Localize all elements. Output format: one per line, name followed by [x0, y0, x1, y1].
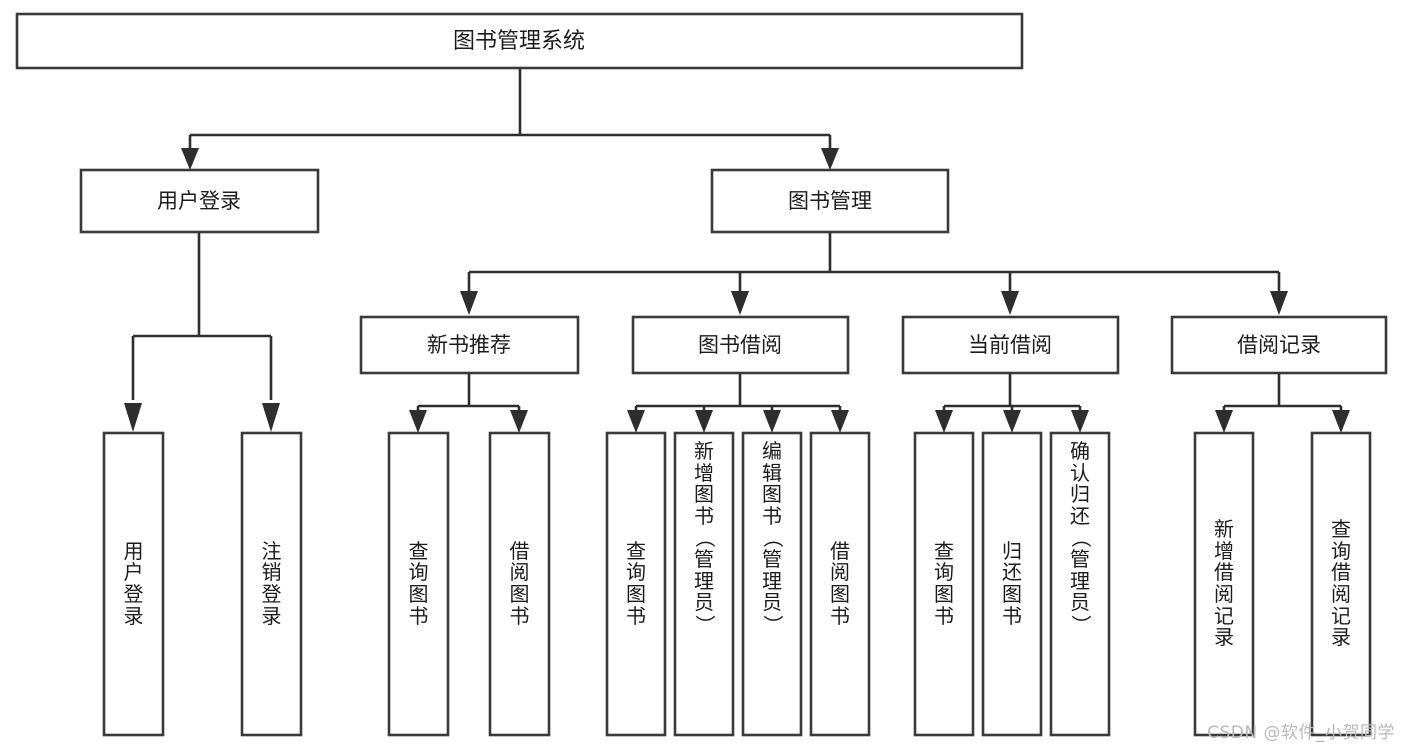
- csdn-watermark: CSDN @软件_小贺同学: [1207, 723, 1395, 743]
- node-root-label: 图书管理系统: [453, 29, 585, 54]
- node-book-manage-box[interactable]: [710, 168, 950, 234]
- arrow-new-book-recommend: [460, 291, 478, 315]
- arrow-user-login: [181, 148, 199, 170]
- node-book-manage-label: 图书管理: [788, 189, 872, 213]
- arrow-book-borrow: [731, 291, 749, 315]
- connector-group: [124, 68, 1350, 433]
- arrow-current-borrow: [1001, 291, 1019, 315]
- arrow-leaf-nbr-1: [409, 410, 427, 433]
- node-current-borrow[interactable]: 当前借阅: [901, 315, 1120, 375]
- arrow-leaf-bb-1: [627, 410, 645, 433]
- node-new-book-recommend[interactable]: 新书推荐: [359, 315, 580, 375]
- node-new-book-recommend-box[interactable]: [359, 315, 580, 375]
- arrow-borrow-record: [1270, 291, 1288, 315]
- leaf-box-br-1[interactable]: [1193, 431, 1255, 737]
- node-book-borrow-label: 图书借阅: [698, 333, 782, 357]
- arrow-leaf-br-2: [1332, 410, 1350, 433]
- leaf-box-bb-4[interactable]: [809, 431, 871, 737]
- arrow-leaf-nbr-2: [510, 410, 528, 433]
- leaf-box-cb-2[interactable]: [981, 431, 1043, 737]
- node-book-manage[interactable]: 图书管理: [710, 168, 950, 234]
- arrow-book-manage: [821, 148, 839, 170]
- node-new-book-recommend-label: 新书推荐: [427, 333, 511, 357]
- leaf-box-cb-3[interactable]: [1049, 431, 1111, 737]
- node-root-box[interactable]: [15, 12, 1024, 70]
- arrow-leaf-cb-2: [1003, 410, 1021, 433]
- leaf-box-user-login-2[interactable]: [240, 431, 303, 737]
- node-user-login-label: 用户登录: [157, 189, 241, 213]
- node-current-borrow-label: 当前借阅: [968, 333, 1052, 357]
- arrow-leaf-br-1: [1215, 410, 1233, 433]
- leaf-box-nbr-2[interactable]: [488, 431, 551, 737]
- leaf-box-nbr-1[interactable]: [387, 431, 450, 737]
- arrow-leaf-bb-3: [763, 410, 781, 433]
- leaf-box-bb-3[interactable]: [741, 431, 803, 737]
- arrow-leaf-user-login-2: [262, 403, 280, 432]
- node-borrow-record-label: 借阅记录: [1237, 333, 1321, 357]
- node-user-login-box[interactable]: [79, 168, 320, 234]
- arrow-leaf-cb-1: [935, 410, 953, 433]
- node-current-borrow-box[interactable]: [901, 315, 1120, 375]
- node-borrow-record-box[interactable]: [1170, 315, 1388, 375]
- arrow-leaf-cb-3: [1071, 410, 1089, 433]
- leaf-box-bb-2[interactable]: [673, 431, 735, 737]
- arrow-leaf-bb-2: [695, 410, 713, 433]
- node-user-login[interactable]: 用户登录: [79, 168, 320, 234]
- leaf-box-cb-1[interactable]: [913, 431, 975, 737]
- arrow-leaf-user-login-1: [124, 403, 142, 432]
- node-borrow-record[interactable]: 借阅记录: [1170, 315, 1388, 375]
- node-root[interactable]: 图书管理系统: [15, 12, 1024, 70]
- leaf-box-br-2[interactable]: [1310, 431, 1372, 737]
- leaf-box-bb-1[interactable]: [605, 431, 667, 737]
- leaf-box-user-login-1[interactable]: [102, 431, 165, 737]
- node-book-borrow[interactable]: 图书借阅: [631, 315, 850, 375]
- arrow-leaf-bb-4: [831, 410, 849, 433]
- node-book-borrow-box[interactable]: [631, 315, 850, 375]
